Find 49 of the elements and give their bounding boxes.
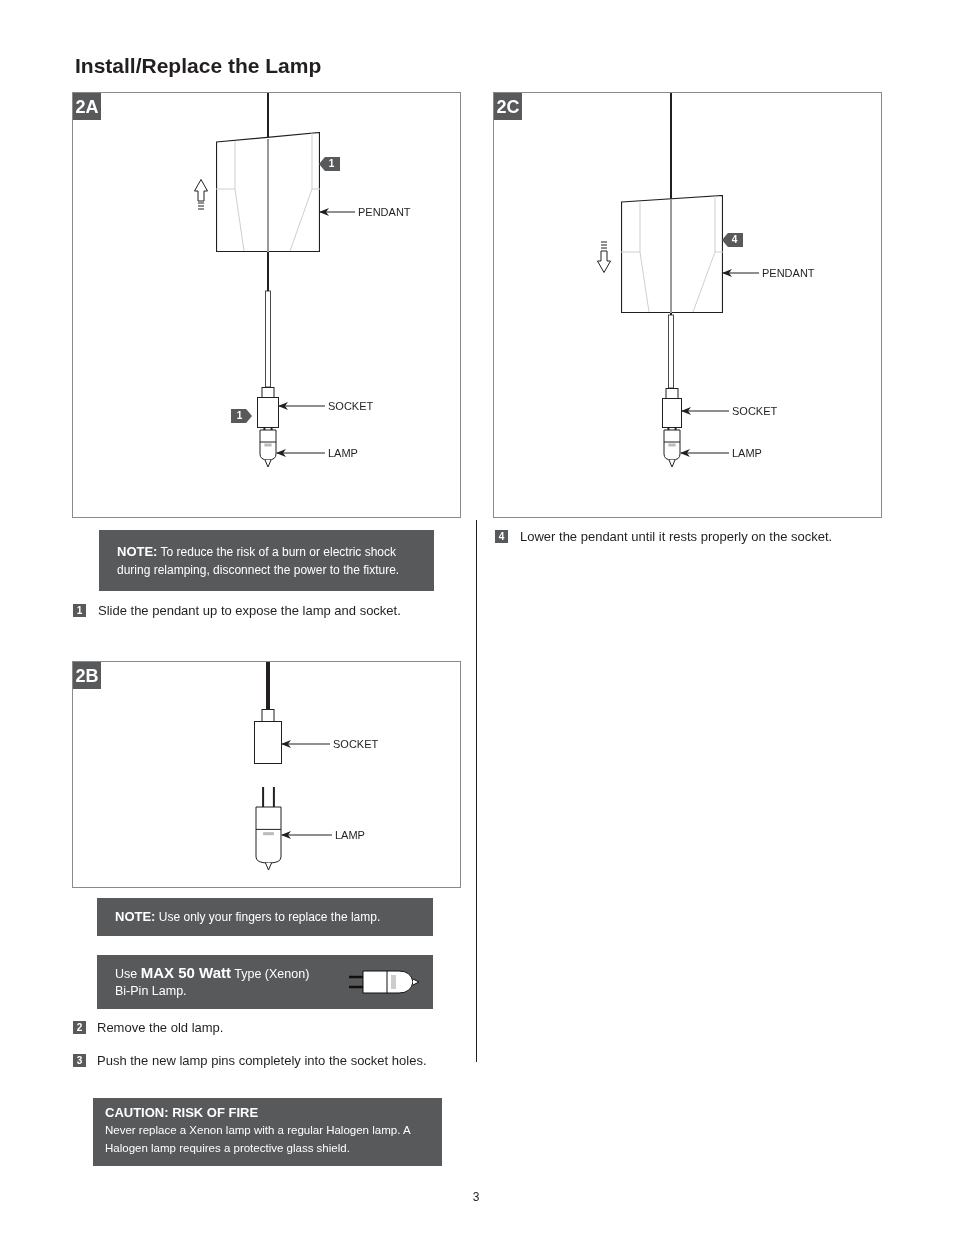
step-panel: [72, 661, 461, 888]
part-label: LAMP: [335, 828, 365, 842]
pendant-drawing: [621, 195, 723, 313]
lamp-spec-box: [97, 955, 433, 1009]
leader-line: [319, 208, 356, 216]
page-number: 3: [471, 1189, 481, 1206]
note-text: NOTE: Use only your fingers to replace the lamp.: [115, 908, 381, 926]
caution-text: Never replace a Xenon lamp with a regular Halogen lamp. A Halogen lamp requires a protective glass shield.: [105, 1123, 412, 1156]
socket-drawing: [254, 709, 282, 764]
step-text: Push the new lamp pins completely into the socket holes.: [97, 1052, 427, 1069]
step-number: 2: [73, 1021, 86, 1034]
step-panel: [493, 92, 882, 518]
part-label: PENDANT: [358, 205, 411, 219]
step-text: Slide the pendant up to expose the lamp and socket.: [98, 602, 401, 619]
caution-heading: CAUTION: RISK OF FIRE: [105, 1105, 260, 1121]
panel-tab: 2C: [494, 93, 522, 120]
part-label: LAMP: [732, 446, 762, 460]
socket-drawing: [257, 387, 279, 428]
part-label: PENDANT: [762, 266, 815, 280]
part-label: SOCKET: [732, 404, 778, 418]
leader-line: [281, 740, 331, 748]
note-text: NOTE: To reduce the risk of a burn or electric shock during relamping, disconnect the power to the fixture.: [117, 542, 401, 579]
spec-text: Use MAX 50 Watt Type (Xenon) Bi-Pin Lamp.: [115, 964, 311, 1000]
part-label: SOCKET: [333, 737, 379, 751]
leader-line: [281, 831, 333, 839]
leader-line: [681, 407, 730, 415]
lamp-drawing: [663, 428, 681, 468]
lamp-drawing: [259, 428, 277, 468]
pendant-drawing: [216, 132, 320, 252]
panel-tab: 2B: [73, 662, 101, 689]
step-text: Lower the pendant until it rests properly on the socket.: [520, 528, 833, 545]
step-number: 3: [73, 1054, 86, 1067]
leader-line: [680, 449, 730, 457]
page-title: Install/Replace the Lamp: [75, 53, 322, 79]
step-text: Remove the old lamp.: [97, 1019, 224, 1036]
note-box: [97, 898, 433, 936]
caution-box: [93, 1098, 442, 1166]
panel-tab: 2A: [73, 93, 101, 120]
leader-line: [278, 402, 326, 410]
step-number: 4: [495, 530, 508, 543]
part-label: SOCKET: [328, 399, 374, 413]
step-number: 1: [73, 604, 86, 617]
leader-line: [276, 449, 326, 457]
step-panel: [72, 92, 461, 518]
leader-line: [722, 269, 760, 277]
part-label: LAMP: [328, 446, 358, 460]
note-box: [99, 530, 434, 591]
lamp-drawing: [255, 787, 282, 871]
socket-drawing: [662, 388, 682, 428]
